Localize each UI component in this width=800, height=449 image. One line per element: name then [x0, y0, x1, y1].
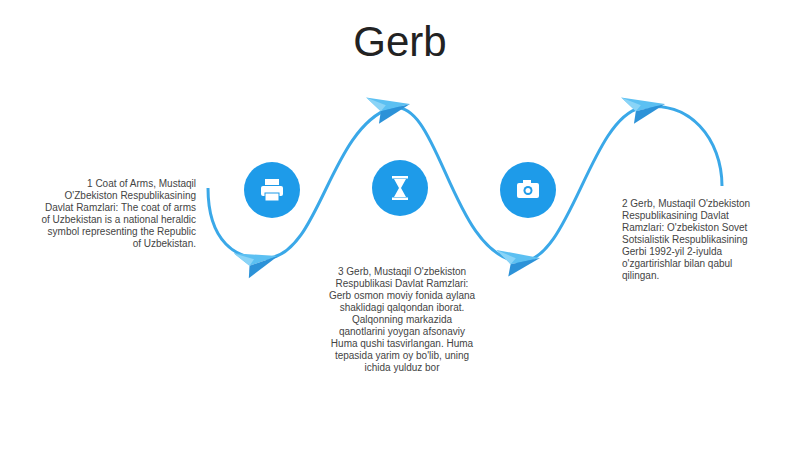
camera-icon — [500, 162, 556, 218]
diagram-title: Gerb — [0, 18, 800, 66]
note-text: 1 Coat of Arms, Mustaqil O'Zbekiston Res… — [38, 178, 196, 250]
note-text: 3 Gerb, Mustaqil O'zbekiston Respublikas… — [328, 266, 476, 374]
printer-icon — [244, 162, 300, 218]
paper-plane — [234, 242, 282, 280]
paper-plane — [621, 90, 667, 125]
paper-plane — [366, 90, 412, 125]
paper-plane — [496, 244, 541, 278]
hourglass-icon — [372, 160, 428, 216]
note-text: 2 Gerb, Mustaqil O'zbekiston Respublikas… — [622, 198, 772, 282]
